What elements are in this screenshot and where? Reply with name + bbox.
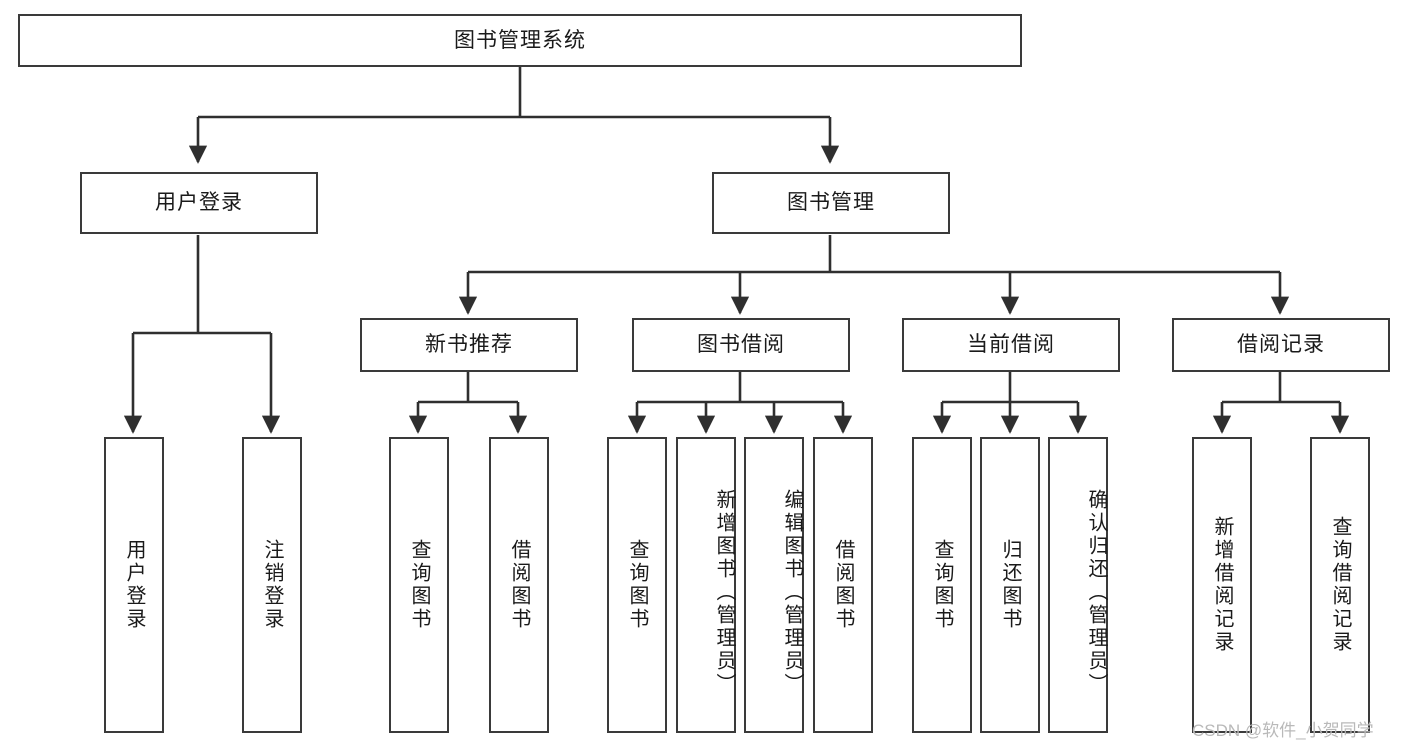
node-label: 查询图书 (626, 539, 648, 631)
leaf-edit-book-admin[interactable]: 编辑图书（管理员） (744, 437, 804, 733)
leaf-query-book-2[interactable]: 查询图书 (607, 437, 667, 733)
node-label: 用户登录 (155, 191, 243, 215)
leaf-logout-login[interactable]: 注销登录 (242, 437, 302, 733)
node-label: 图书管理系统 (454, 28, 586, 52)
leaf-add-borrow-record[interactable]: 新增借阅记录 (1192, 437, 1252, 733)
node-label: 借阅图书 (508, 539, 530, 631)
node-current-borrow[interactable]: 当前借阅 (902, 318, 1120, 372)
leaf-return-book[interactable]: 归还图书 (980, 437, 1040, 733)
leaf-query-book-1[interactable]: 查询图书 (389, 437, 449, 733)
node-borrow-record[interactable]: 借阅记录 (1172, 318, 1390, 372)
leaf-query-borrow-record[interactable]: 查询借阅记录 (1310, 437, 1370, 733)
node-label: 查询图书 (931, 539, 953, 631)
node-label: 查询图书 (408, 539, 430, 631)
node-label: 图书借阅 (697, 333, 785, 357)
leaf-query-book-3[interactable]: 查询图书 (912, 437, 972, 733)
node-label: 图书管理 (787, 191, 875, 215)
node-book-borrow[interactable]: 图书借阅 (632, 318, 850, 372)
node-label: 借阅图书 (832, 539, 854, 631)
node-label: 新增借阅记录 (1211, 516, 1233, 654)
node-label: 借阅记录 (1237, 333, 1325, 357)
node-user-login[interactable]: 用户登录 (80, 172, 318, 234)
node-book-manage[interactable]: 图书管理 (712, 172, 950, 234)
node-label: 编辑图书（管理员） (781, 488, 803, 696)
node-label: 归还图书 (999, 539, 1021, 631)
csdn-watermark: CSDN @软件_小贺同学 (1192, 721, 1374, 740)
leaf-add-book-admin[interactable]: 新增图书（管理员） (676, 437, 736, 733)
node-label: 注销登录 (261, 539, 283, 631)
leaf-user-login[interactable]: 用户登录 (104, 437, 164, 733)
node-label: 新增图书（管理员） (713, 488, 735, 696)
node-root-system[interactable]: 图书管理系统 (18, 14, 1022, 67)
node-label: 查询借阅记录 (1329, 516, 1351, 654)
leaf-borrow-book-1[interactable]: 借阅图书 (489, 437, 549, 733)
node-label: 当前借阅 (967, 333, 1055, 357)
leaf-borrow-book-2[interactable]: 借阅图书 (813, 437, 873, 733)
node-label: 用户登录 (123, 539, 145, 631)
node-label: 新书推荐 (425, 333, 513, 357)
leaf-confirm-return-admin[interactable]: 确认归还（管理员） (1048, 437, 1108, 733)
node-label: 确认归还（管理员） (1085, 488, 1107, 696)
node-new-book-recommend[interactable]: 新书推荐 (360, 318, 578, 372)
